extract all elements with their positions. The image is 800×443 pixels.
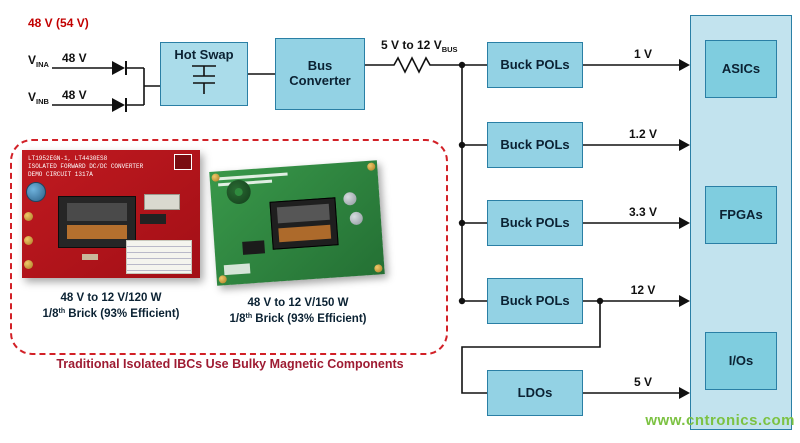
turret-pin <box>24 260 33 269</box>
ldo-block: LDOs <box>487 370 583 416</box>
buck-pol-block-2: Buck POLs <box>487 122 583 168</box>
copper-winding <box>67 225 127 239</box>
buck-pol-block-1: Buck POLs <box>487 42 583 88</box>
vina-base: V <box>28 53 37 67</box>
pol-input-taps <box>462 64 487 302</box>
bus-converter-label: Bus Converter <box>289 58 351 88</box>
mounting-hole <box>218 275 228 284</box>
vinb-base: V <box>28 90 37 104</box>
board-caption-left-line2: 1/8th Brick (93% Efficient) <box>20 307 202 323</box>
ic-chip <box>144 194 180 210</box>
board-logo <box>174 154 192 170</box>
vina-sub: INA <box>36 60 49 69</box>
output-voltage-label-1v2: 1.2 V <box>628 127 658 141</box>
buck-pol-label: Buck POLs <box>500 136 570 152</box>
mounting-hole <box>374 264 383 273</box>
silkscreen-text: ISOLATED FORWARD DC/DC CONVERTER <box>28 163 144 170</box>
load-box-asics: ASICs <box>705 40 777 98</box>
callout-footer-caption: Traditional Isolated IBCs Use Bulky Magn… <box>56 357 404 371</box>
board-caption-left-line1: 48 V to 12 V/120 W <box>60 292 162 304</box>
bus-voltage-sub: BUS <box>441 45 458 54</box>
resistor-component <box>82 254 98 260</box>
buck-pol-block-3: Buck POLs <box>487 200 583 246</box>
vinb-voltage-label: 48 V <box>62 88 87 102</box>
diode-symbol <box>112 98 127 112</box>
buck-pol-label: Buck POLs <box>500 292 570 308</box>
spec-label <box>126 240 192 274</box>
buck-pol-label: Buck POLs <box>500 214 570 230</box>
callout-box <box>10 139 448 355</box>
caption-superscript: th <box>245 312 253 320</box>
ic-chip <box>242 240 266 255</box>
board-caption-right-line1: 48 V to 12 V/150 W <box>247 297 349 309</box>
toroid-inductor <box>225 179 252 205</box>
bus-voltage-text: 5 V to 12 V <box>381 38 442 52</box>
ios-label: I/Os <box>728 352 754 368</box>
vina-voltage-label: 48 V <box>62 51 87 65</box>
caption-rest: Brick (93% Efficient) <box>65 307 180 320</box>
transformer-component <box>58 196 136 248</box>
junction-dot <box>458 219 466 227</box>
ferrite-core <box>276 203 330 224</box>
capacitor-component <box>26 182 46 202</box>
caption-superscript: th <box>58 307 66 315</box>
toroid-hole <box>234 187 243 197</box>
board-caption-left: 48 V to 12 V/120 W 1/8th Brick (93% Effi… <box>20 291 202 322</box>
junction-dot <box>458 141 466 149</box>
junction-dot <box>596 297 604 305</box>
mounting-hole <box>366 162 376 171</box>
silkscreen-mark <box>217 172 288 180</box>
input-rail-label: 48 V (54 V) <box>28 16 89 30</box>
hot-swap-label: Hot Swap <box>174 47 234 62</box>
input-join-wire <box>143 68 160 105</box>
turret-pin <box>24 212 33 221</box>
pol-output-wires <box>583 64 679 394</box>
output-voltage-label-3v3: 3.3 V <box>628 205 658 219</box>
silkscreen-text: DEMO CIRCUIT 1317A <box>28 171 93 178</box>
caption-fraction: 1/8 <box>42 307 59 320</box>
transformer-component <box>269 197 339 250</box>
caption-rest: Brick (93% Efficient) <box>252 312 367 325</box>
watermark-text: www.cntronics.com <box>645 412 795 429</box>
output-voltage-label-5v: 5 V <box>633 375 652 389</box>
vinb-label: VINB <box>28 90 49 106</box>
turret-pin <box>24 236 33 245</box>
capacitor-component <box>342 191 357 206</box>
vinb-sub: INB <box>36 97 49 106</box>
board-caption-right: 48 V to 12 V/150 W 1/8th Brick (93% Effi… <box>212 296 384 327</box>
silkscreen-text: LT1952EGN-1, LT4430ES8 <box>28 155 108 162</box>
junction-dot <box>458 297 466 305</box>
resistor-symbol-bus-wire <box>365 56 462 74</box>
copper-winding <box>278 224 332 243</box>
junction-dot <box>458 61 466 69</box>
pcb-photo-red-board: LT1952EGN-1, LT4430ES8 ISOLATED FORWARD … <box>22 150 200 278</box>
asics-label: ASICs <box>721 60 761 76</box>
hot-swap-block: Hot Swap <box>160 42 248 106</box>
capacitor-component <box>349 211 364 226</box>
diode-symbol <box>112 61 127 75</box>
caption-fraction: 1/8 <box>229 312 246 325</box>
load-box-fpgas: FPGAs <box>705 186 777 244</box>
spec-label <box>223 263 251 276</box>
output-voltage-label-12v: 12 V <box>630 283 656 297</box>
buck-pol-label: Buck POLs <box>500 56 570 72</box>
buck-pol-block-4: Buck POLs <box>487 278 583 324</box>
fpgas-label: FPGAs <box>719 206 763 222</box>
ferrite-core <box>67 203 127 221</box>
ldo-label: LDOs <box>517 384 553 400</box>
bus-converter-block: Bus Converter <box>275 38 365 110</box>
pcb-photo-green-board <box>209 160 385 286</box>
mounting-hole <box>211 173 220 182</box>
board-caption-right-line2: 1/8th Brick (93% Efficient) <box>212 312 384 328</box>
vina-label: VINA <box>28 53 49 69</box>
load-box-ios: I/Os <box>705 332 777 390</box>
ic-chip <box>140 214 166 224</box>
output-voltage-label-1v: 1 V <box>633 47 652 61</box>
bus-voltage-label: 5 V to 12 VBUS <box>381 38 458 54</box>
